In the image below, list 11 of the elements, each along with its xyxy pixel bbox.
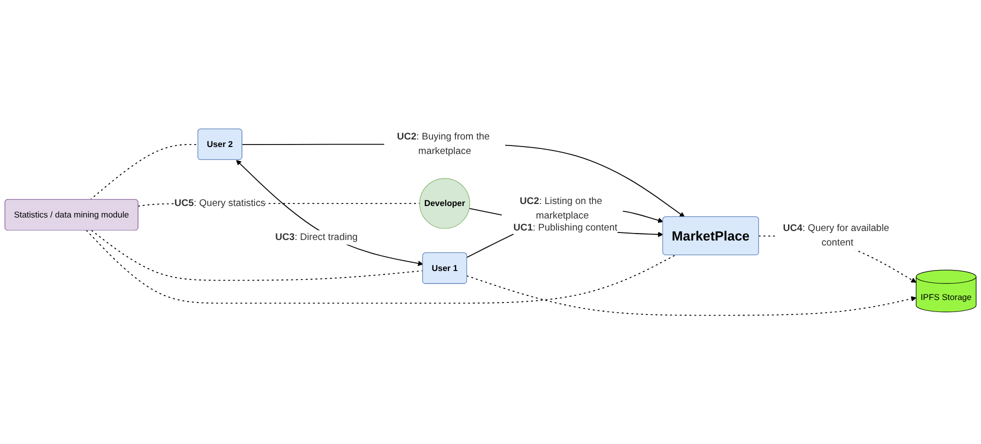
edge-label: UC1: Publishing content bbox=[513, 222, 618, 233]
edge-label: UC3: Direct trading bbox=[275, 232, 358, 242]
edge-label: UC4: Query for available content bbox=[783, 223, 890, 248]
edge-label: UC2: Listing on the marketplace bbox=[520, 196, 602, 221]
connector bbox=[86, 230, 676, 304]
arrow bbox=[236, 160, 424, 266]
node-circle: Developer bbox=[419, 178, 470, 229]
arrow bbox=[466, 275, 916, 316]
edge-label: UC5: Query statistics bbox=[174, 198, 266, 208]
connector bbox=[90, 144, 199, 200]
edge-label: UC2: Buying from the marketplace bbox=[397, 131, 490, 156]
